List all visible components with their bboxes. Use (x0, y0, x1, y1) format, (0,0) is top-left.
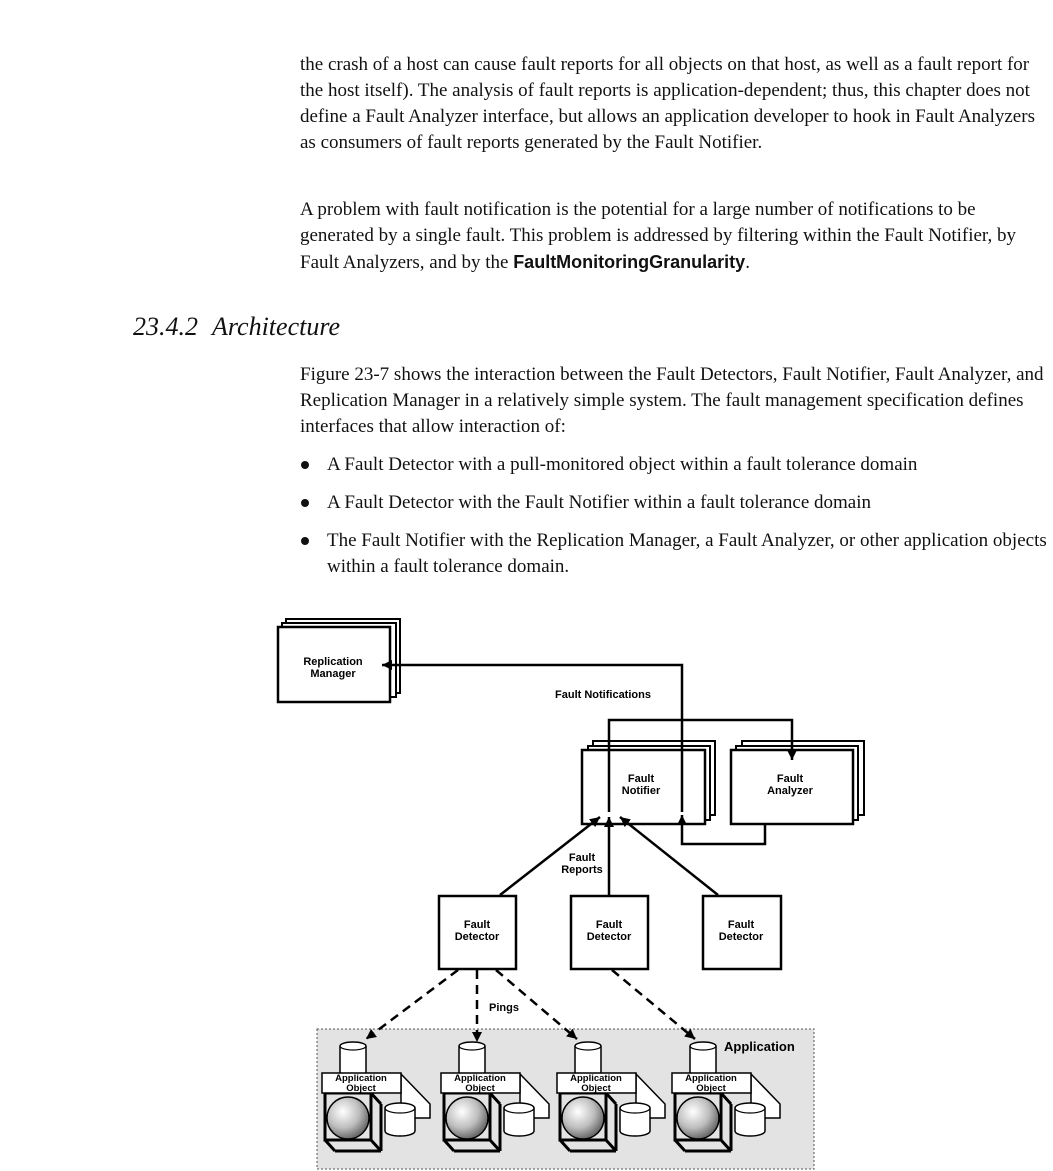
analyzer-to-notifier-connector (677, 815, 767, 846)
fault-detector-box: Fault Detector (437, 894, 518, 971)
fault-detector-label-line1: Fault (596, 919, 623, 931)
fault-detector-box: Fault Detector (701, 894, 783, 971)
paragraph-fault-analysis: the crash of a host can cause fault repo… (300, 54, 1035, 153)
application-object-label-line2: Object (696, 1083, 726, 1094)
fault-analyzer-label-line1: Fault (777, 773, 804, 785)
fault-detector-label-line2: Detector (587, 931, 632, 943)
paragraph-period: . (745, 252, 750, 273)
application-object: Application Object (671, 1041, 781, 1153)
fault-analyzer-label-line2: Analyzer (767, 785, 814, 797)
fault-detector-box: Fault Detector (569, 894, 650, 971)
replication-manager-label-line1: Replication (303, 656, 363, 668)
fault-detector-label-line1: Fault (464, 919, 491, 931)
section-heading: 23.4.2 Architecture (133, 312, 340, 342)
application-object-label-line1: Application (685, 1073, 737, 1084)
application-object: Application Object (440, 1041, 550, 1153)
bullet-dot-icon (301, 499, 309, 507)
replication-manager-box: Replication Manager (276, 618, 401, 704)
application-object: Application Object (321, 1041, 431, 1153)
fault-detector-label-line1: Fault (728, 919, 755, 931)
bullet-list: A Fault Detector with a pull-monitored o… (300, 452, 1048, 592)
bullet-text: A Fault Detector with the Fault Notifier… (327, 492, 871, 513)
application-object-label-line1: Application (454, 1073, 506, 1084)
bullet-dot-icon (301, 461, 309, 469)
paragraph-figure-intro: Figure 23-7 shows the interaction betwee… (300, 364, 1044, 437)
fault-detector-label-line2: Detector (719, 931, 764, 943)
bullet-item: The Fault Notifier with the Replication … (300, 528, 1048, 580)
section-title: Architecture (212, 312, 341, 341)
bullet-item: A Fault Detector with a pull-monitored o… (300, 452, 1048, 478)
fault-analyzer-box: Fault Analyzer (729, 740, 865, 826)
notifier-to-analyzer-connector (607, 718, 797, 812)
application-object-label-line1: Application (570, 1073, 622, 1084)
paragraph-text: A problem with fault notification is the… (300, 199, 1016, 273)
application-object-label-line1: Application (335, 1073, 387, 1084)
section-number: 23.4.2 (133, 312, 198, 341)
application-label: Application (724, 1039, 795, 1054)
fault-reports-label-line1: Fault (569, 852, 596, 864)
fault-monitoring-granularity-term: FaultMonitoringGranularity (513, 252, 746, 272)
fault-reports-label-line2: Reports (561, 864, 603, 876)
ping-connectors (365, 969, 696, 1042)
fault-notifier-label-line2: Notifier (622, 785, 661, 797)
fault-detector-label-line2: Detector (455, 931, 500, 943)
application-object-label-line2: Object (346, 1083, 376, 1094)
paragraph-fault-notification-problem: A problem with fault notification is the… (300, 197, 1048, 276)
application-object-label-line2: Object (581, 1083, 611, 1094)
fault-notifications-connector (382, 660, 684, 812)
replication-manager-label-line2: Manager (310, 668, 356, 680)
fault-notifier-box: Fault Notifier (580, 740, 716, 826)
bullet-text: The Fault Notifier with the Replication … (327, 530, 1047, 577)
bullet-item: A Fault Detector with the Fault Notifier… (300, 490, 1048, 516)
bullet-text: A Fault Detector with a pull-monitored o… (327, 454, 918, 475)
bullet-dot-icon (301, 537, 309, 545)
pings-label: Pings (489, 1002, 519, 1014)
fault-notifier-label-line1: Fault (628, 773, 655, 785)
application-object: Application Object (556, 1041, 666, 1153)
fault-reports-connectors (499, 816, 719, 896)
application-object-label-line2: Object (465, 1083, 495, 1094)
fault-notifications-label: Fault Notifications (555, 689, 651, 701)
